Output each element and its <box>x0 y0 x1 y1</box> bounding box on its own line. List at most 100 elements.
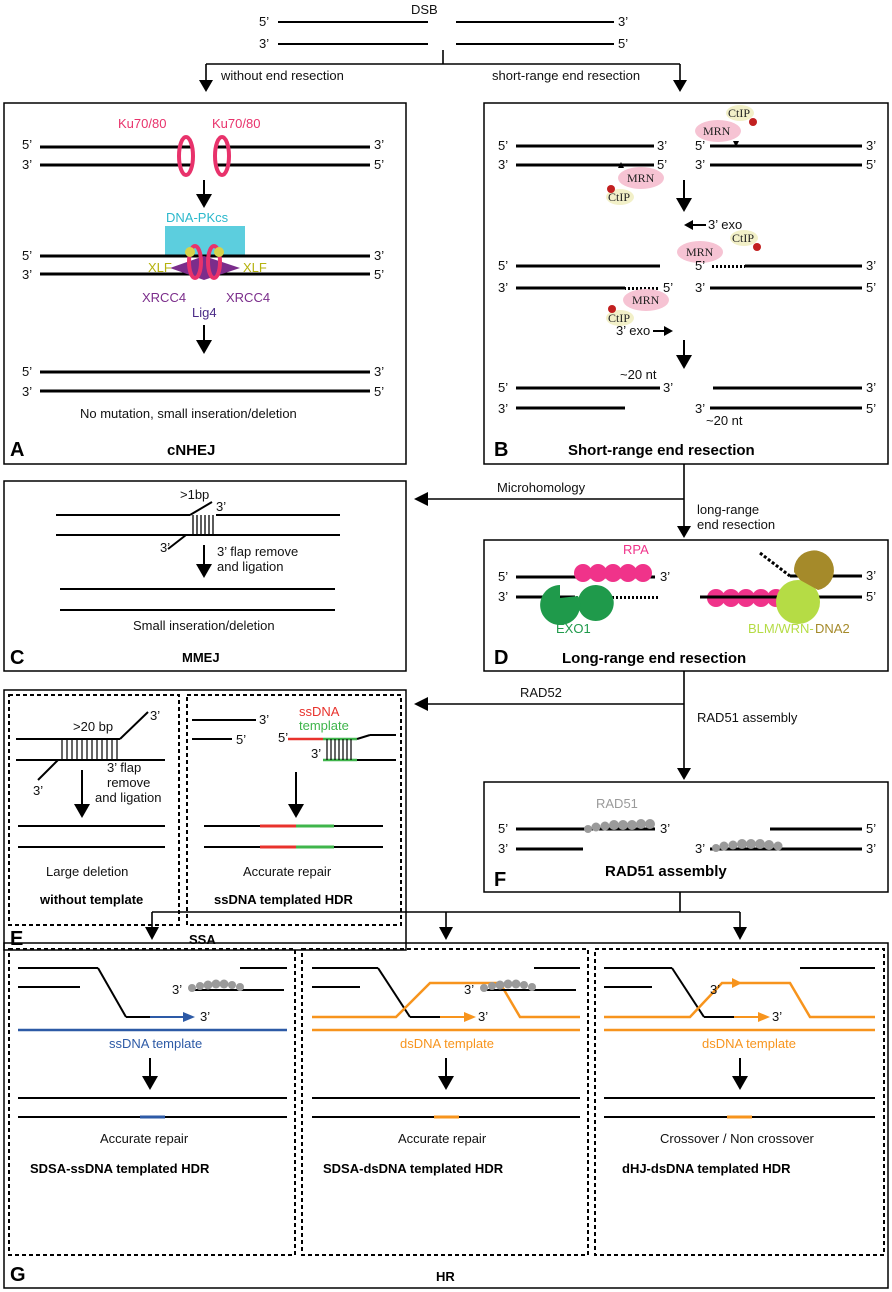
end-label: 5’ <box>866 280 876 295</box>
end-label: 3’ <box>160 540 170 555</box>
ctip-dot <box>607 185 615 193</box>
end-label: 3’ <box>772 1009 782 1024</box>
panel-d: RPA 5’ 3’ 3’ EXO1 3’ 5’ BLM/WRN- DNA2 D … <box>483 539 889 672</box>
ctip-label: CtIP <box>728 106 750 120</box>
end-label: 3’ <box>22 157 32 172</box>
panel-d-title: Long-range end resection <box>562 650 746 667</box>
nt-label: ~20 nt <box>620 367 657 382</box>
xrcc4-right-label: XRCC4 <box>226 290 270 305</box>
rad52-label: RAD52 <box>520 685 562 700</box>
end-label: 5’ <box>498 569 508 584</box>
flow-b-d: Microhomology long-range end resection <box>414 464 775 538</box>
end-label: 3’ <box>663 380 673 395</box>
ctip-dot <box>749 118 757 126</box>
end-label: 3’ <box>657 138 667 153</box>
end-label: 3’ <box>200 1009 210 1024</box>
end-label: 3’ <box>866 380 876 395</box>
dsb-label: DSB <box>411 2 438 17</box>
rpa-beads <box>574 564 652 582</box>
result-label: Accurate repair <box>398 1131 487 1146</box>
dnapkcs-block <box>165 226 245 256</box>
panel-d-letter: D <box>494 647 508 669</box>
panel-e-right-sub: ssDNA templated HDR <box>214 892 354 907</box>
ku-ring-icon <box>206 244 222 280</box>
end-label: 5’ <box>374 267 384 282</box>
flap-label: 3’ flap <box>107 760 141 775</box>
exo-label: 3’ exo <box>616 323 650 338</box>
result-label: Crossover / Non crossover <box>660 1131 815 1146</box>
long-range-label: long-range <box>697 502 759 517</box>
end-label: 3’ <box>695 401 705 416</box>
end-label: 5’ <box>22 364 32 379</box>
panel-c-title: MMEJ <box>182 650 220 665</box>
flow-d-f: RAD52 RAD51 assembly <box>414 671 798 780</box>
ctip-label: CtIP <box>608 190 630 204</box>
flow-f-g <box>145 892 747 940</box>
rad51-filament <box>712 839 783 852</box>
panel-g-letter: G <box>10 1264 26 1286</box>
ctip-label: CtIP <box>732 231 754 245</box>
panel-a-title: cNHEJ <box>167 442 215 459</box>
panel-g-border <box>3 942 889 1289</box>
nt-label: ~20 nt <box>706 413 743 428</box>
panel-e: >20 bp 3’ 3’ 3’ flap remove and ligation… <box>3 689 407 951</box>
end-label: 5’ <box>498 821 508 836</box>
end-label: 3’ <box>22 384 32 399</box>
mrn-complex <box>618 167 664 189</box>
panel-e-left-sub: without template <box>39 892 143 907</box>
end-label: 3’ <box>374 248 384 263</box>
microhomology-label: Microhomology <box>497 480 586 495</box>
rpa-label: RPA <box>623 542 649 557</box>
end-label: 3’ <box>695 841 705 856</box>
bp-label: >1bp <box>180 487 209 502</box>
end-label: 3’ <box>259 36 269 51</box>
end-label: 3’ <box>374 137 384 152</box>
end-label: 3’ <box>498 401 508 416</box>
template-label: dsDNA template <box>702 1036 796 1051</box>
rad51-filament <box>584 819 655 833</box>
panel-b-letter: B <box>494 439 508 461</box>
end-label: 3’ <box>866 568 876 583</box>
branch-label-right: short-range end resection <box>492 68 640 83</box>
mrn-label: MRN <box>627 171 655 185</box>
end-label: 3’ <box>866 258 876 273</box>
ku-ring-icon <box>177 135 195 177</box>
panel-f: RAD51 5’ 3’ 3’ 3’ 5’ 3’ F RAD51 assembly <box>483 781 889 893</box>
ku-left-label: Ku70/80 <box>118 116 166 131</box>
panel-a-result: No mutation, small inseration/deletion <box>80 406 297 421</box>
end-label: 5’ <box>866 401 876 416</box>
ku-ring-icon <box>213 135 231 177</box>
xrcc4-left-label: XRCC4 <box>142 290 186 305</box>
xlf-dot <box>214 247 224 257</box>
panel-g: 3’ 3’ ssDNA template Accurate repair SDS… <box>3 942 889 1289</box>
end-label: 3’ <box>374 364 384 379</box>
panel-a: Ku70/80 Ku70/80 5’ 3’ 3’ 5’ DNA-PKcs 5’ … <box>3 102 407 465</box>
end-label: 5’ <box>695 138 705 153</box>
rad51-assembly-flow-label: RAD51 assembly <box>697 710 798 725</box>
blm-label: BLM/WRN- <box>748 621 814 636</box>
xlf-right-label: XLF <box>243 260 267 275</box>
panel-f-letter: F <box>494 869 506 891</box>
mrn-label: MRN <box>632 293 660 307</box>
end-label: 3’ <box>172 982 182 997</box>
end-label: 3’ <box>660 821 670 836</box>
mrn-complex <box>623 289 669 311</box>
end-label: 3’ <box>498 157 508 172</box>
subtitle-label: dHJ-dsDNA templated HDR <box>622 1161 791 1176</box>
end-label: 5’ <box>663 280 673 295</box>
end-label: 3’ <box>866 138 876 153</box>
end-label: 5’ <box>236 732 246 747</box>
panel-d-border <box>483 539 889 672</box>
end-label: 5’ <box>374 157 384 172</box>
lig4-label: Lig4 <box>192 305 217 320</box>
long-range-label: end resection <box>697 517 775 532</box>
end-label: 3’ <box>695 280 705 295</box>
panel-b-title: Short-range end resection <box>568 442 755 459</box>
end-label: 5’ <box>695 258 705 273</box>
xrcc4-shape <box>170 256 240 280</box>
end-label: 5’ <box>498 380 508 395</box>
template-label: template <box>299 718 349 733</box>
bp-label: >20 bp <box>73 719 113 734</box>
ku-ring-icon <box>187 244 203 280</box>
